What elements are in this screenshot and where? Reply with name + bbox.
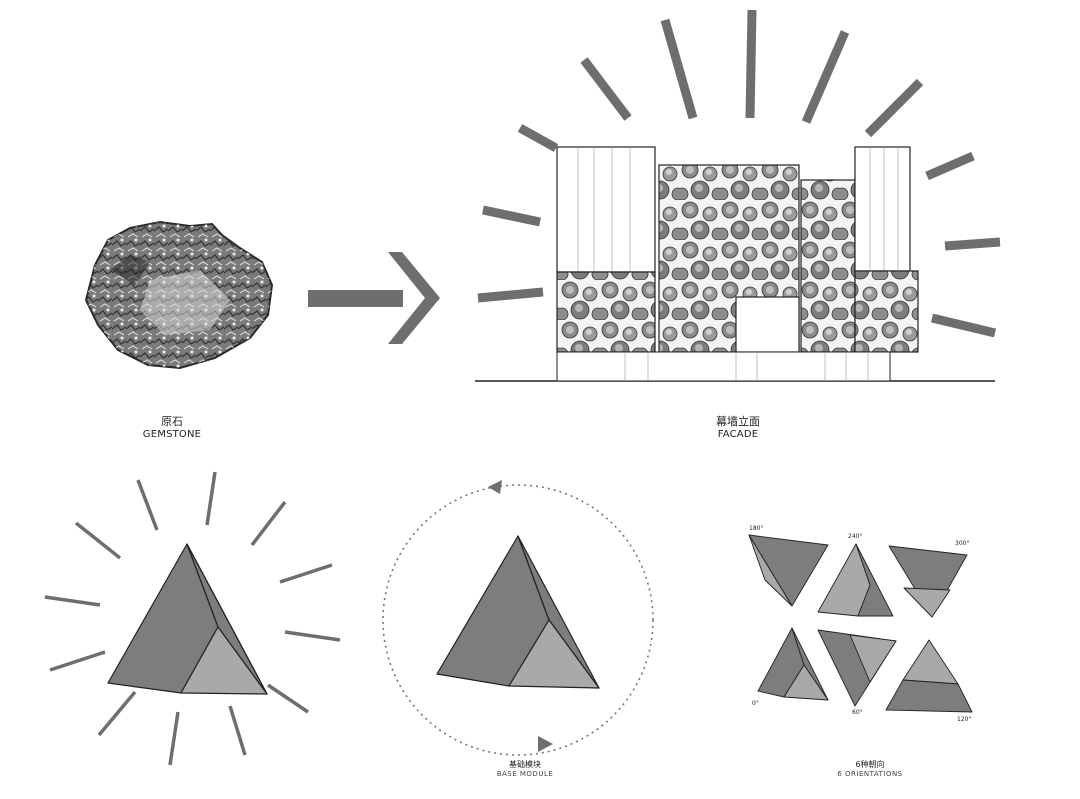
rotation-arrow-bottom	[538, 736, 553, 752]
angle-label-180: 180°	[749, 525, 764, 532]
caption-orientations-zh: 6种朝向	[855, 760, 885, 769]
rotation-arrow-top	[488, 480, 502, 494]
angle-label-300: 300°	[955, 540, 970, 547]
caption-facade: 幕墙立面 FACADE	[680, 415, 796, 441]
orientation-180	[748, 534, 829, 607]
gem-module-base	[436, 535, 600, 689]
caption-module-zh: 基础模块	[509, 760, 541, 769]
rotation-circle	[382, 480, 654, 756]
caption-module: 基础模块 BASE MODULE	[480, 760, 570, 779]
caption-gemstone-zh: 原石	[161, 415, 183, 428]
caption-facade-en: FACADE	[717, 428, 759, 440]
transform-arrow	[308, 252, 440, 344]
gemstone-image	[84, 220, 274, 370]
caption-module-en: BASE MODULE	[496, 770, 554, 778]
angle-label-240: 240°	[848, 533, 863, 540]
orientation-300	[888, 545, 968, 618]
angle-label-120: 120°	[957, 716, 972, 723]
facade-rays	[477, 9, 1001, 338]
orientation-0	[757, 627, 829, 701]
gem-module-left	[107, 543, 268, 695]
caption-orientations-en: 6 ORIENTATIONS	[837, 770, 903, 778]
caption-orientations: 6种朝向 6 ORIENTATIONS	[815, 760, 925, 779]
angle-label-0: 0°	[752, 700, 759, 707]
module-rays	[44, 471, 341, 766]
caption-gemstone-en: GEMSTONE	[142, 428, 202, 440]
angle-label-60: 60°	[852, 709, 863, 716]
orientation-120	[885, 639, 973, 713]
orientation-60	[817, 629, 897, 707]
caption-gemstone: 原石 GEMSTONE	[120, 415, 224, 441]
facade-elevation	[475, 146, 995, 382]
caption-facade-zh: 幕墙立面	[716, 415, 760, 428]
orientation-240	[817, 543, 894, 617]
orientation-modules	[748, 534, 973, 713]
